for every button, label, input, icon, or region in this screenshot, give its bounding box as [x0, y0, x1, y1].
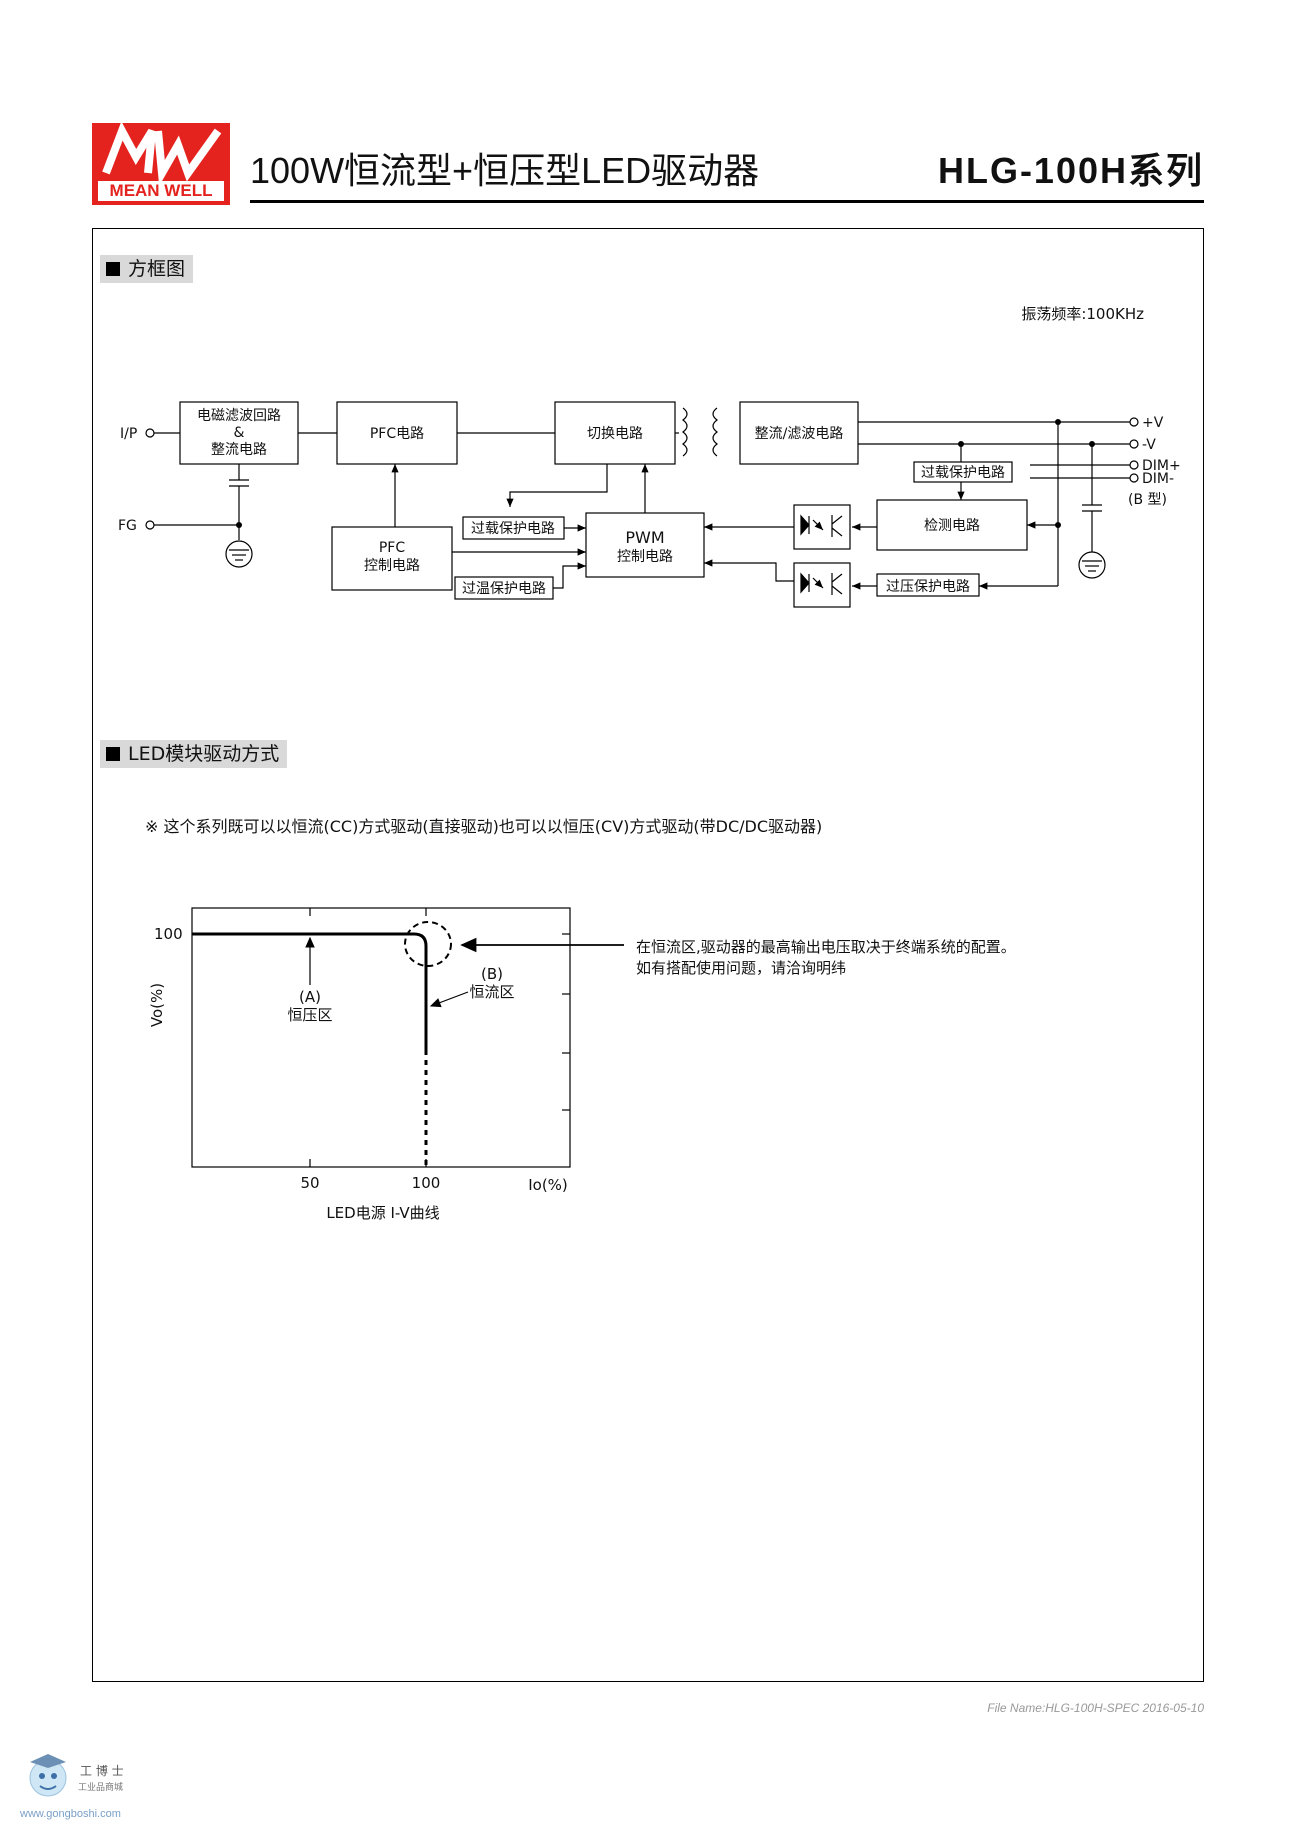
iv-curve-chart: 100 Vo(%) 50 100 Io(%) (A) 恒压区 (B) 恒流区 L…	[148, 907, 1016, 1222]
y-tick-100: 100	[154, 925, 183, 943]
pfc-ctrl-label-1: PFC	[379, 540, 405, 556]
x-tick-50: 50	[300, 1174, 319, 1192]
chart-plot-area	[191, 907, 571, 1168]
bullet-square-icon	[106, 747, 120, 761]
switch-label: 切换电路	[587, 425, 643, 442]
emi-label-2: &	[234, 425, 245, 441]
cv-cc-curve	[192, 932, 428, 1050]
vminus-label: -V	[1142, 437, 1156, 453]
watermark-tagline: 工业品商城	[78, 1783, 124, 1793]
pfc-label: PFC电路	[370, 426, 424, 442]
oscillation-frequency: 振荡频率:100KHz	[1021, 305, 1144, 323]
ocp-right-label: 过载保护电路	[921, 465, 1005, 481]
mw-logo-mark	[102, 123, 222, 181]
dimminus-label: DIM-	[1142, 471, 1174, 487]
detect-label: 检测电路	[924, 518, 980, 534]
content-frame	[92, 228, 1204, 1682]
rect-filter-label: 整流/滤波电路	[755, 426, 844, 442]
chart-remark-2: 如有搭配使用问题，请洽询明纬	[636, 959, 846, 977]
btype-label: (B 型)	[1128, 492, 1167, 508]
chart-caption: LED电源 I-V曲线	[326, 1204, 439, 1222]
emi-label-3: 整流电路	[211, 442, 267, 458]
fg-label: FG	[118, 518, 137, 534]
block-diagram-heading-text: 方框图	[128, 258, 186, 280]
gongboshi-watermark: 工 博 士 工业品商城 www.gongboshi.com	[18, 1750, 168, 1825]
mascot-icon	[29, 1754, 67, 1797]
transition-circle	[404, 921, 452, 967]
region-b-label: (B)	[481, 965, 503, 983]
vplus-label: +V	[1142, 415, 1164, 431]
block-diagram-heading: 方框图	[100, 255, 194, 283]
pwm-label-1: PWM	[625, 528, 664, 547]
watermark-brand: 工 博 士	[80, 1764, 124, 1778]
region-b-text: 恒流区	[469, 983, 514, 1001]
drive-mode-note: ※ 这个系列既可以以恒流(CC)方式驱动(直接驱动)也可以以恒压(CV)方式驱动…	[145, 817, 823, 836]
region-a-text: 恒压区	[287, 1006, 332, 1024]
series-name: HLG-100H系列	[937, 150, 1204, 191]
block-diagram: I/P FG 电磁滤波回路 & 整流电路 PFC电路 切换电路 整流/滤波电路 …	[118, 401, 1181, 608]
file-name-footer: File Name:HLG-100H-SPEC 2016-05-10	[987, 1701, 1204, 1715]
otp-label: 过温保护电路	[462, 581, 546, 597]
bullet-square-icon	[106, 262, 120, 276]
x-axis-label: Io(%)	[528, 1176, 568, 1194]
logo-wordmark: MEAN WELL	[98, 181, 224, 201]
page-title: 100W恒流型+恒压型LED驱动器	[250, 150, 760, 191]
led-drive-heading-text: LED模块驱动方式	[128, 743, 280, 765]
pfc-ctrl-label-2: 控制电路	[364, 558, 420, 574]
emi-label-1: 电磁滤波回路	[197, 408, 281, 424]
x-tick-100: 100	[412, 1174, 441, 1192]
pwm-label-2: 控制电路	[617, 549, 673, 565]
ip-label: I/P	[120, 426, 137, 442]
led-drive-heading: LED模块驱动方式	[100, 740, 288, 768]
chart-remark-1: 在恒流区,驱动器的最高输出电压取决于终端系统的配置。	[636, 938, 1016, 956]
title-underline	[250, 200, 1204, 203]
dimplus-label: DIM+	[1142, 458, 1181, 474]
ocp-left-label: 过载保护电路	[471, 521, 555, 537]
mean-well-logo: MEAN WELL	[92, 123, 230, 205]
watermark-url: www.gongboshi.com	[20, 1808, 121, 1820]
y-axis-label: Vo(%)	[148, 983, 166, 1027]
ovp-label: 过压保护电路	[886, 579, 970, 595]
region-a-label: (A)	[299, 988, 321, 1006]
